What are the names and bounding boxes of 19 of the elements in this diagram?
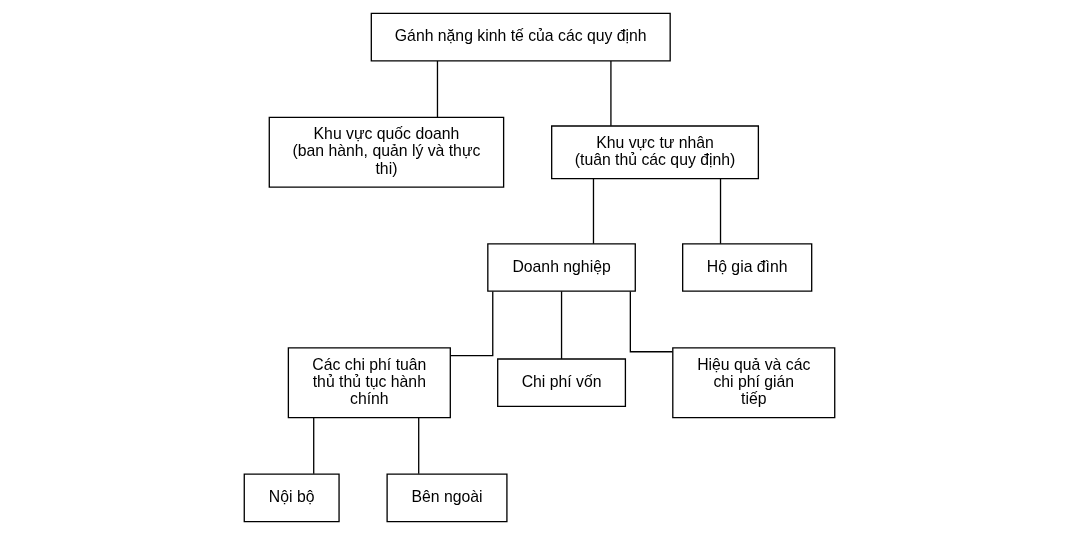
- node-box: Khu vực tư nhân (tuân thủ các quy định): [551, 125, 760, 180]
- node-box: Hộ gia đình: [682, 243, 813, 292]
- connector: [719, 178, 722, 245]
- node-box: Bên ngoài: [386, 473, 508, 523]
- connector: [418, 417, 420, 475]
- node-box: Hiệu quả và các chi phí gián tiếp: [672, 347, 836, 419]
- connector: [560, 290, 563, 360]
- connector: [449, 290, 494, 357]
- node-box: Gánh nặng kinh tế của các quy định: [370, 12, 671, 62]
- node-box: Các chi phí tuân thủ thủ tục hành chính: [287, 347, 451, 419]
- node-box: Khu vực quốc doanh (ban hành, quản lý và thực thi): [268, 116, 505, 188]
- connector: [592, 178, 595, 245]
- node-box: Chi phí vốn: [497, 358, 627, 408]
- node-box: Nội bộ: [243, 473, 340, 523]
- connector: [436, 60, 439, 118]
- connector: [610, 60, 612, 127]
- node-box: Doanh nghiệp: [487, 243, 636, 292]
- connector: [629, 290, 674, 353]
- connector: [313, 417, 315, 475]
